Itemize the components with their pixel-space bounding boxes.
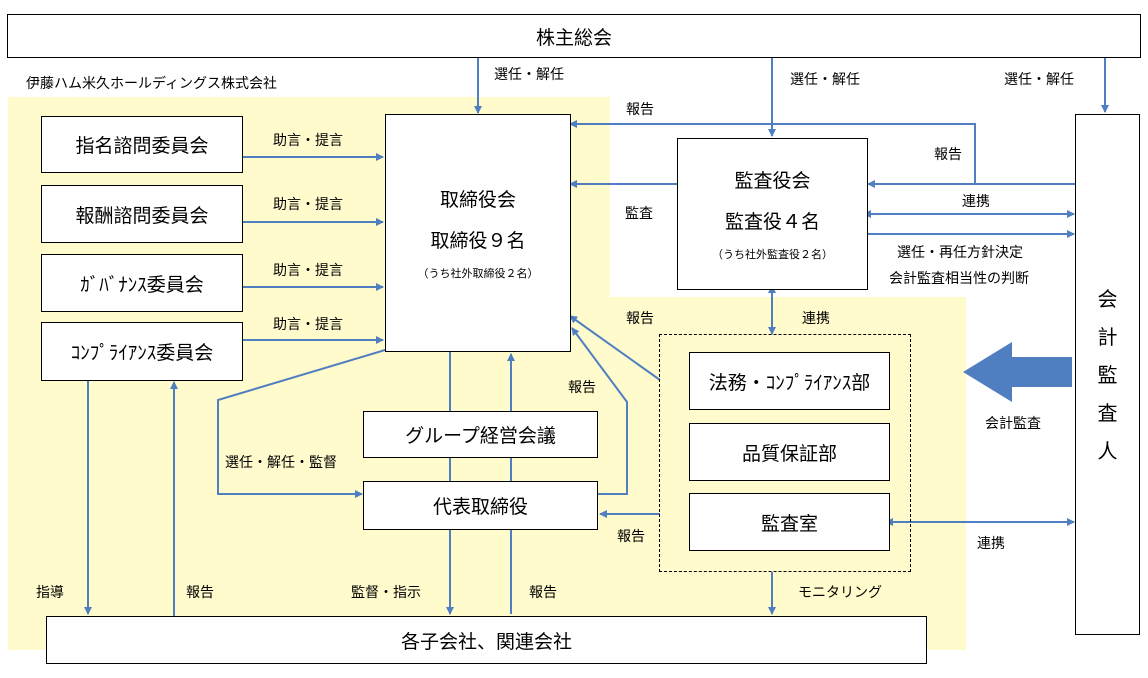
compliance-committee: ｺﾝﾌﾟﾗｲｱﾝｽ委員会 [70, 342, 214, 364]
compliance-committee-box: ｺﾝﾌﾟﾗｲｱﾝｽ委員会 [41, 322, 243, 381]
subsidiaries: 各子会社、関連会社 [400, 630, 572, 653]
audit-board-count: 監査役４名 [724, 211, 820, 233]
group-management-meeting: グループ経営会議 [405, 425, 556, 447]
quality-assurance-dept-box: 品質保証部 [689, 423, 890, 481]
label-cooperation-auditors: 連携 [962, 194, 990, 210]
board-count: 取締役９名 [430, 230, 526, 252]
accounting-auditor-char: 計 [1097, 324, 1118, 349]
label-advice-governance: 助言・提言 [273, 263, 343, 279]
board-of-directors-box: 取締役会 取締役９名 （うち社外取締役２名） [385, 114, 571, 352]
audit-board-title: 監査役会 [734, 170, 811, 192]
label-advice-remuneration: 助言・提言 [273, 197, 343, 213]
governance-committee: ｶﾞﾊﾞﾅﾝｽ委員会 [80, 273, 204, 296]
accounting-auditor-char: 人 [1097, 438, 1118, 463]
label-advice-nomination: 助言・提言 [273, 133, 343, 149]
label-elect-dismiss-accounting: 選任・解任 [1004, 72, 1074, 88]
label-elect-dismiss-board: 選任・解任 [494, 67, 564, 83]
label-elect-dismiss-supervise: 選任・解任・監督 [225, 455, 337, 471]
label-audit: 監査 [625, 206, 653, 222]
nomination-committee-box: 指名諮問委員会 [41, 116, 243, 173]
accounting-auditor-char: 会 [1097, 286, 1118, 311]
board-outside-count: （うち社外取締役２名） [417, 267, 539, 280]
label-elect-dismiss-auditors: 選任・解任 [790, 72, 860, 88]
governance-committee-box: ｶﾞﾊﾞﾅﾝｽ委員会 [41, 254, 243, 312]
company-label: 伊藤ハム米久ホールディングス株式会社 [26, 76, 278, 92]
label-accounting-audit: 会計監査 [985, 416, 1041, 432]
group-management-meeting-box: グループ経営会議 [363, 411, 598, 458]
label-policy: 選任・再任方針決定 [897, 245, 1023, 261]
subsidiaries-box: 各子会社、関連会社 [46, 616, 927, 664]
accounting-auditor-char: 査 [1097, 400, 1118, 425]
label-monitoring: モニタリング [798, 585, 882, 601]
accounting-auditor-box: 会 計 監 査 人 [1075, 114, 1140, 635]
label-report-subsidiaries-left: 報告 [186, 585, 214, 601]
label-guidance: 指導 [36, 585, 64, 601]
label-report-audit-office: 報告 [617, 529, 645, 545]
audit-board-box: 監査役会 監査役４名 （うち社外監査役２名） [677, 138, 868, 290]
remuneration-committee: 報酬諮問委員会 [75, 204, 209, 227]
representative-director-box: 代表取締役 [363, 481, 598, 530]
audit-board-outside-count: （うち社外監査役２名） [712, 248, 833, 261]
label-report-internal: 報告 [626, 311, 654, 327]
label-report-top: 報告 [626, 102, 654, 118]
accounting-audit-arrow [963, 342, 1072, 402]
representative-director: 代表取締役 [432, 496, 528, 518]
legal-compliance-dept: 法務・ｺﾝﾌﾟﾗｲｱﾝｽ部 [708, 371, 871, 394]
nomination-committee: 指名諮問委員会 [75, 135, 209, 157]
label-report-subsidiaries-center: 報告 [529, 585, 557, 601]
label-advice-compliance: 助言・提言 [273, 317, 343, 333]
audit-office-box: 監査室 [689, 493, 890, 551]
label-report-president: 報告 [568, 380, 596, 396]
label-cooperation-audit-office: 連携 [977, 536, 1005, 552]
board-title: 取締役会 [439, 189, 516, 211]
remuneration-committee-box: 報酬諮問委員会 [41, 185, 243, 243]
label-cooperation-internal: 連携 [802, 311, 830, 327]
legal-compliance-dept-box: 法務・ｺﾝﾌﾟﾗｲｱﾝｽ部 [689, 352, 890, 410]
quality-assurance-dept: 品質保証部 [741, 442, 837, 465]
internal-departments-group [659, 334, 911, 572]
shareholders-meeting: 株主総会 [535, 26, 612, 49]
audit-office: 監査室 [760, 512, 818, 535]
label-appropriateness: 会計監査相当性の判断 [889, 271, 1029, 287]
accounting-auditor-char: 監 [1097, 362, 1118, 387]
label-supervise-instruct: 監督・指示 [351, 585, 421, 601]
shareholders-meeting-box: 株主総会 [7, 14, 1141, 58]
label-report-accounting: 報告 [934, 147, 962, 163]
